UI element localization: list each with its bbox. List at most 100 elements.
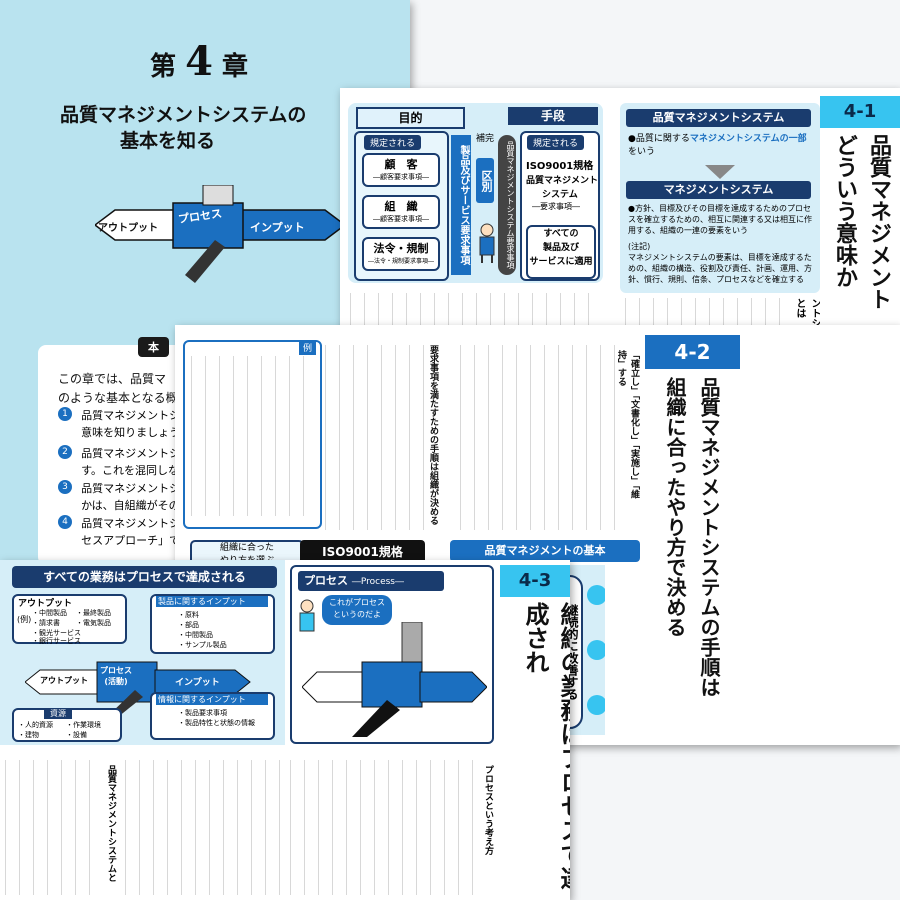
intro-item-text: 品質マネジメントシステ セスアプローチ」です。: [81, 517, 203, 547]
body-text-lines: [290, 760, 480, 895]
chapter-title-line1: 品質マネジメントシステムの: [60, 104, 307, 126]
output-item: ・中間製品: [32, 609, 67, 617]
page41-title-col1: 品質マネジメント: [866, 134, 891, 310]
page41-title-band: 4-1 品質マネジメント どういう意味か: [820, 88, 900, 358]
ms-note: (注記) マネジメントシステムの要素は、目標を達成するための、組織の構造、役割及…: [628, 242, 812, 284]
page43-title-band: 4-3 組織の業務はプロセスで達成され: [500, 560, 570, 900]
intro-tab: 本: [138, 337, 169, 357]
qms-bullet-end: をいう: [628, 147, 656, 157]
body-text-lines: [460, 345, 615, 530]
law-sub: ―法令・規制要求事項―: [367, 258, 434, 265]
apply-all-box: すべての 製品及び サービスに適用: [526, 225, 596, 279]
resource-item: ・作業環境: [66, 721, 101, 729]
flow-input-label: インプット: [175, 678, 220, 688]
chapter-heading: 第 4 章: [150, 38, 248, 85]
diagram-input-label: インプット: [250, 221, 305, 234]
example-text-lines: [191, 356, 311, 516]
body-text-lines: [5, 760, 100, 895]
item-number-badge: 1: [58, 407, 72, 421]
output-item: ・請求書: [32, 619, 60, 627]
page41-title-col2: どういう意味か: [832, 134, 857, 288]
output-item: ・電気製品: [76, 619, 111, 627]
means-heading: 手段: [508, 107, 598, 125]
intro-item-3: 3 品質マネジメントシステ かは、自組織がその実力: [58, 480, 202, 514]
organization-box: 組 織 ―顧客要求事項―: [362, 195, 440, 229]
page-4-1: 目的 手段 補完 規定される 顧 客 ―顧客要求事項― 組 織 ―顧客要求事項―…: [340, 88, 900, 358]
page42-title-col2: 組織に合ったやり方で決める: [663, 377, 687, 637]
info-item: ・製品特性と状態の情報: [178, 719, 255, 727]
input-item: ・中間製品: [178, 631, 213, 639]
purpose-box: 規定される 顧 客 ―顧客要求事項― 組 織 ―顧客要求事項― 法令・規制 ―法…: [354, 131, 449, 281]
qms-bullet: ●品質に関するマネジメントシステムの一部をいう: [628, 133, 813, 159]
resource-item: ・設備: [66, 731, 87, 739]
process-box-title: プロセス ―Process―: [298, 571, 444, 591]
customer-label: 顧 客: [384, 158, 418, 171]
qms-requirements-vertical: 品質マネジメントシステム要求事項: [498, 135, 516, 275]
chapter-label-post: 章: [221, 52, 248, 82]
law-box: 法令・規制 ―法令・規制要求事項―: [362, 237, 440, 271]
organization-sub: ―顧客要求事項―: [373, 215, 429, 223]
iso-line4: ―要求事項―: [532, 202, 580, 211]
intro-item-2: 2 品質マネジメントシス す。これを混同しないよ: [58, 445, 201, 479]
output-item: ・銀行サービス: [32, 637, 81, 645]
all-work-banner: すべての業務はプロセスで達成される: [12, 566, 277, 588]
input-item: ・サンプル製品: [178, 641, 227, 649]
example-box: 例: [183, 340, 322, 529]
input-item: ・部品: [178, 621, 199, 629]
intro-item-text: 品質マネジメントシステ 意味を知りましょう。: [81, 409, 203, 439]
output-example: (例): [17, 615, 32, 624]
process-title-text: プロセス: [304, 574, 348, 587]
establish-heading: 「確立し」「文書化し」「実施し」「維持」する: [616, 350, 639, 499]
output-panel: アウトプット (例) ・中間製品 ・最終製品 ・請求書 ・電気製品 ・観光サービ…: [12, 594, 127, 645]
resource-item: ・人的資源: [18, 721, 53, 729]
customer-box: 顧 客 ―顧客要求事項―: [362, 153, 440, 187]
chapter-number: 4: [185, 38, 213, 85]
process-3d-diagram: [302, 622, 487, 737]
qms-box-title: 品質マネジメントシステム: [626, 109, 811, 127]
iso-line3: システム: [542, 190, 578, 200]
law-label: 法令・規制: [373, 242, 429, 255]
info-panel: 情報に関するインプット ・製品要求事項 ・製品特性と状態の情報: [150, 692, 275, 740]
ms-box-title: マネジメントシステム: [626, 181, 811, 199]
output-item: ・最終製品: [76, 609, 111, 617]
qms-bullet-highlight: マネジメントシステムの一部: [689, 134, 807, 144]
resource-item: ・建物: [18, 731, 39, 739]
ms-bullet: ●方針、目標及びその目標を達成するためのプロセスを確立するための、相互に関連する…: [628, 204, 812, 235]
body-text-lines: [325, 345, 425, 530]
process-concept-heading: プロセスという考え方: [483, 765, 493, 855]
purpose-heading: 目的: [356, 107, 465, 129]
process-diagram: [95, 185, 347, 283]
input-panel-title: 製品に関するインプット: [156, 596, 268, 607]
defined-label: 規定される: [364, 135, 422, 150]
info-item: ・製品要求事項: [178, 709, 227, 717]
qm-basics-band: 品質マネジメントの基本: [450, 540, 640, 562]
product-requirements-vertical: 製品及びサービス要求事項: [451, 135, 471, 275]
speech-bubble: これがプロセス というのだよ: [322, 595, 392, 625]
example-tag: 例: [298, 340, 316, 355]
iso-line2: 品質マネジメント: [526, 176, 599, 186]
intro-item-4: 4 品質マネジメントシステ セスアプローチ」です。: [58, 515, 202, 549]
page-4-3: すべての業務はプロセスで達成される アウトプット (例) ・中間製品 ・最終製品…: [0, 560, 570, 900]
purpose-means-diagram: 目的 手段 補完 規定される 顧 客 ―顧客要求事項― 組 織 ―顧客要求事項―…: [348, 103, 603, 283]
item-number-badge: 2: [58, 445, 72, 459]
page43-badge: 4-3: [500, 565, 570, 597]
flow-process-label: プロセス (活動): [100, 666, 132, 686]
chapter-label-pre: 第: [150, 52, 177, 82]
body-text-lines: [125, 760, 285, 895]
page41-badge: 4-1: [820, 96, 900, 128]
customer-sub: ―顧客要求事項―: [373, 173, 429, 181]
intro-item-1: 1 品質マネジメントシステ 意味を知りましょう。: [58, 407, 202, 441]
flow-output-label: アウトプット: [40, 676, 88, 685]
resource-panel: 資源 ・人的資源 ・作業環境 ・建物 ・設備: [12, 708, 122, 742]
iso-line1: ISO9001規格: [526, 161, 594, 172]
input-panel: 製品に関するインプット ・原料 ・部品 ・中間製品 ・サンプル製品: [150, 594, 275, 654]
organization-label: 組 織: [384, 200, 418, 213]
intro-text: この章では、品質マ のような基本となる概念: [58, 372, 190, 405]
person-icon: [299, 599, 315, 632]
diagram-output-label: アウトプット: [98, 223, 158, 234]
page42-title-band: 4-2 品質マネジメントシステムの手順は 組織に合ったやり方で決める: [645, 335, 740, 745]
iso-box: 規定される ISO9001規格 品質マネジメント システム ―要求事項― すべて…: [520, 131, 600, 281]
all-work-panel: すべての業務はプロセスで達成される アウトプット (例) ・中間製品 ・最終製品…: [0, 560, 285, 745]
intro-item-text: 品質マネジメントシス す。これを混同しないよ: [81, 447, 201, 477]
qms-definition-panel: 品質マネジメントシステム ●品質に関するマネジメントシステムの一部をいう マネジ…: [620, 103, 820, 293]
